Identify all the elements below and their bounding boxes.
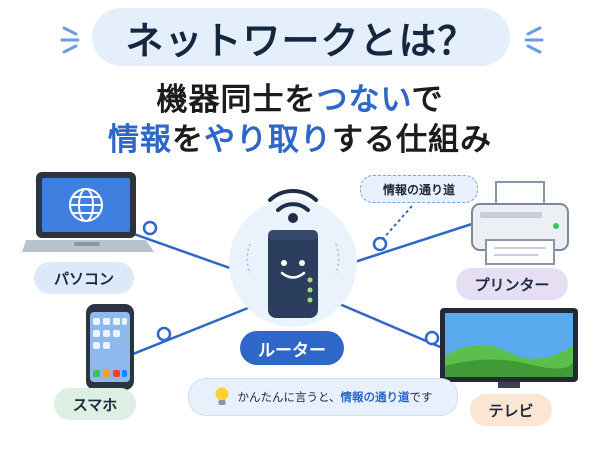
sparkle-icon (60, 26, 80, 54)
subtitle-text: する仕組み (332, 122, 492, 158)
laptop-illustration (22, 172, 154, 252)
tag-laptop: パソコン (34, 262, 134, 294)
subtitle-line2: 情報をやり取りする仕組み (0, 114, 600, 159)
wifi-icon (268, 189, 318, 223)
note-text: かんたんに言うと、 (237, 390, 341, 404)
router-illustration (229, 189, 357, 327)
tag-printer: プリンター (456, 268, 568, 300)
subtitle-text: 機器同士を (156, 82, 317, 118)
tag-laptop-label: パソコン (53, 269, 114, 288)
note-text-end: です (409, 390, 433, 404)
subtitle-line1: 機器同士をつないで (156, 82, 444, 118)
subtitle-highlight: 情報 (108, 122, 172, 158)
tag-router-label: ルーター (258, 340, 326, 361)
globe-icon (69, 188, 103, 222)
tag-phone: スマホ (54, 388, 136, 420)
callout-pointer (381, 205, 413, 241)
tag-phone-label: スマホ (72, 395, 118, 414)
tag-printer-label: プリンター (474, 275, 550, 294)
title-pill: ネットワークとは？ (92, 8, 510, 66)
node-dot-laptop (142, 220, 158, 236)
line-phone (117, 302, 259, 362)
summary-note: かんたんに言うと、情報の通り道です (188, 378, 458, 416)
page-title: ネットワークとは？ (125, 18, 477, 63)
phone-illustration (86, 304, 134, 390)
lightbulb-icon (215, 387, 229, 405)
tv-illustration (440, 308, 578, 388)
tag-router: ルーター (240, 331, 344, 365)
sparkle-icon (524, 26, 544, 54)
tag-tv-label: テレビ (488, 401, 534, 420)
subtitle-highlight: やり取り (204, 122, 332, 158)
node-dot-tv (424, 330, 440, 346)
tag-tv: テレビ (470, 394, 552, 426)
note-highlight: 情報の通り道 (340, 390, 410, 404)
subtitle-text: を (172, 122, 204, 158)
node-dot-phone (156, 326, 172, 342)
callout-label: 情報の通り道 (360, 175, 478, 203)
node-dot-printer (372, 236, 388, 252)
callout-text: 情報の通り道 (382, 182, 455, 197)
printer-illustration (471, 181, 569, 265)
